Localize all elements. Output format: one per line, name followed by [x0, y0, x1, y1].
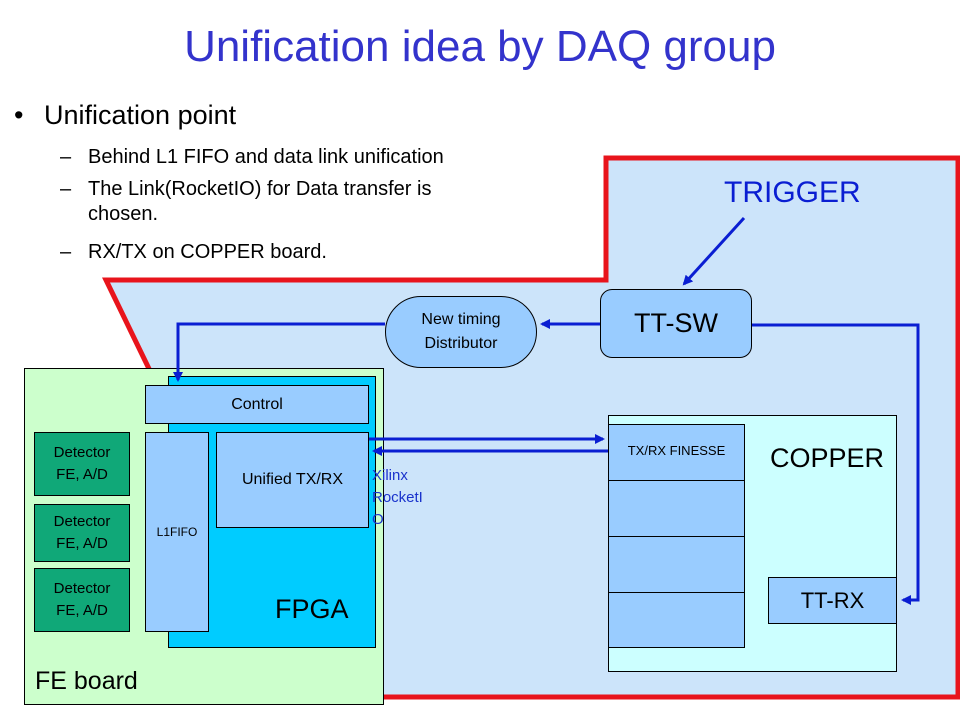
detector-2-line-1: Detector: [53, 513, 111, 530]
bullet-main-text: Unification point: [44, 100, 237, 130]
detector-fe-ad-3[interactable]: Detector FE, A/D: [34, 568, 130, 632]
sub-bullet-2: –The Link(RocketIO) for Data transfer is: [60, 178, 432, 200]
trigger-label: TRIGGER: [724, 176, 861, 209]
sub-bullet-2-text: The Link(RocketIO) for Data transfer is: [88, 178, 432, 200]
finesse-slot-4[interactable]: [608, 592, 745, 648]
control-box[interactable]: Control: [145, 385, 369, 424]
l1fifo-box[interactable]: L1FIFO: [145, 432, 209, 632]
bullet-dot: •: [14, 100, 24, 130]
rocketio-label: Xilinx RocketI O: [372, 465, 423, 531]
tt-sw-box[interactable]: TT-SW: [600, 289, 752, 358]
page-title: Unification idea by DAQ group: [184, 22, 776, 71]
timing-distributor-box[interactable]: New timing Distributor: [385, 296, 537, 368]
fe-board-label: FE board: [35, 667, 138, 695]
detector-3-line-1: Detector: [53, 580, 111, 597]
bullet-unification-point: • Unification point: [14, 100, 236, 131]
sub-bullet-3-text: RX/TX on COPPER board.: [88, 241, 327, 263]
unified-txrx-box[interactable]: Unified TX/RX: [216, 432, 369, 528]
timing-distributor-line-1: New timing: [421, 311, 501, 328]
sub-bullet-1-text: Behind L1 FIFO and data link unification: [88, 146, 444, 168]
finesse-slot-1[interactable]: TX/RX FINESSE: [608, 424, 745, 481]
rocketio-line-1: Xilinx: [372, 467, 408, 484]
finesse-slot-2[interactable]: [608, 480, 745, 537]
sub-bullet-1: –Behind L1 FIFO and data link unificatio…: [60, 146, 444, 168]
tt-rx-box[interactable]: TT-RX: [768, 577, 897, 624]
copper-label: COPPER: [770, 443, 885, 473]
finesse-slot-3[interactable]: [608, 536, 745, 593]
detector-1-line-2: FE, A/D: [56, 466, 108, 483]
detector-1-line-1: Detector: [53, 444, 111, 461]
rocketio-line-2: RocketI: [372, 489, 423, 506]
sub-bullet-3: –RX/TX on COPPER board.: [60, 241, 327, 263]
fpga-label: FPGA: [275, 594, 349, 624]
timing-distributor-line-2: Distributor: [424, 335, 498, 352]
detector-2-line-2: FE, A/D: [56, 535, 108, 552]
detector-fe-ad-2[interactable]: Detector FE, A/D: [34, 504, 130, 562]
sub-bullet-2-cont: chosen.: [88, 203, 159, 225]
detector-fe-ad-1[interactable]: Detector FE, A/D: [34, 432, 130, 496]
rocketio-line-3: O: [372, 511, 384, 528]
detector-3-line-2: FE, A/D: [56, 602, 108, 619]
